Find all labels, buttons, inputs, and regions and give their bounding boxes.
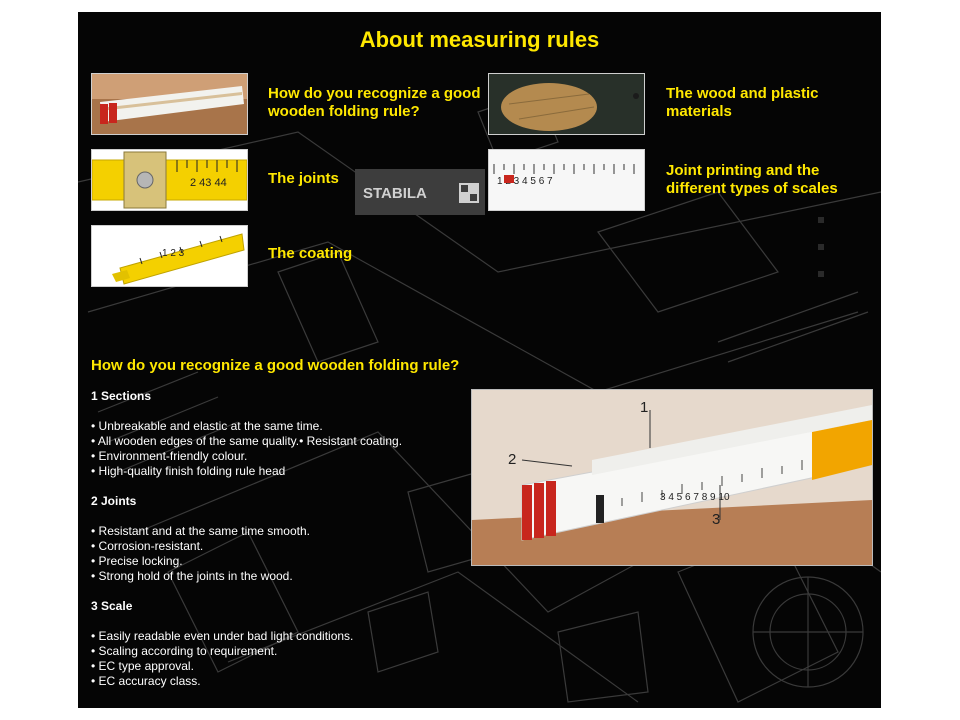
svg-text:1 2 3: 1 2 3 [162, 248, 185, 259]
coating-thumbnail[interactable]: 1 2 3 [91, 225, 248, 287]
scale-list: Easily readable even under bad light con… [91, 629, 471, 689]
list-item: EC accuracy class. [91, 674, 471, 689]
group-heading-sections: 1 Sections [91, 389, 152, 403]
content-panel: About measuring rules How do you recogni… [78, 12, 881, 708]
folding-rule-photo: 3 4 5 6 7 8 9 10 1 2 3 [471, 389, 873, 566]
sections-list: Unbreakable and elastic at the same time… [91, 419, 471, 479]
joints-list: Resistant and at the same time smooth. C… [91, 524, 471, 584]
list-item: High-quality finish folding rule head [91, 464, 471, 479]
list-item: EC type approval. [91, 659, 471, 674]
callout-3: 3 [712, 511, 720, 528]
list-item: Resistant and at the same time smooth. [91, 524, 471, 539]
topic-wood-plastic-materials[interactable]: The wood and plastic materials [666, 85, 819, 120]
page-title: About measuring rules [359, 27, 600, 52]
section-content: 1 Sections Unbreakable and elastic at th… [91, 389, 471, 689]
wood-materials-thumbnail[interactable] [488, 73, 645, 135]
logo-text: STABILA [363, 185, 427, 202]
topic-coating[interactable]: The coating [268, 245, 353, 262]
svg-text:2 43 44: 2 43 44 [190, 177, 227, 189]
list-item: Strong hold of the joints in the wood. [91, 569, 471, 584]
list-item: All wooden edges of the same quality.• R… [91, 434, 471, 449]
topic-joint-printing-scales[interactable]: Joint printing and the different types o… [666, 162, 838, 197]
list-item: Scaling according to requirement. [91, 644, 471, 659]
list-item: Environment-friendly colour. [91, 449, 471, 464]
callout-2: 2 [508, 451, 516, 468]
joints-thumbnail[interactable]: 2 43 44 [91, 149, 248, 211]
topic-good-folding-rule[interactable]: How do you recognize a good wooden foldi… [268, 85, 481, 120]
topic-joints[interactable]: The joints [268, 170, 339, 187]
callout-1: 1 [640, 399, 648, 416]
group-heading-scale: 3 Scale [91, 599, 133, 613]
list-item: Precise locking. [91, 554, 471, 569]
folding-rule-thumbnail[interactable] [91, 73, 248, 135]
svg-text:3 4 5 6 7 8 9 10: 3 4 5 6 7 8 9 10 [660, 492, 730, 503]
svg-text:1 2 3 4 5 6 7: 1 2 3 4 5 6 7 [497, 176, 553, 187]
list-item: Corrosion-resistant. [91, 539, 471, 554]
stabila-logo: STABILA [355, 169, 485, 215]
section-heading: How do you recognize a good wooden foldi… [91, 357, 460, 374]
group-heading-joints: 2 Joints [91, 494, 137, 508]
scales-thumbnail[interactable]: 1 2 3 4 5 6 7 [488, 149, 645, 211]
list-item: Easily readable even under bad light con… [91, 629, 471, 644]
list-item: Unbreakable and elastic at the same time… [91, 419, 471, 434]
